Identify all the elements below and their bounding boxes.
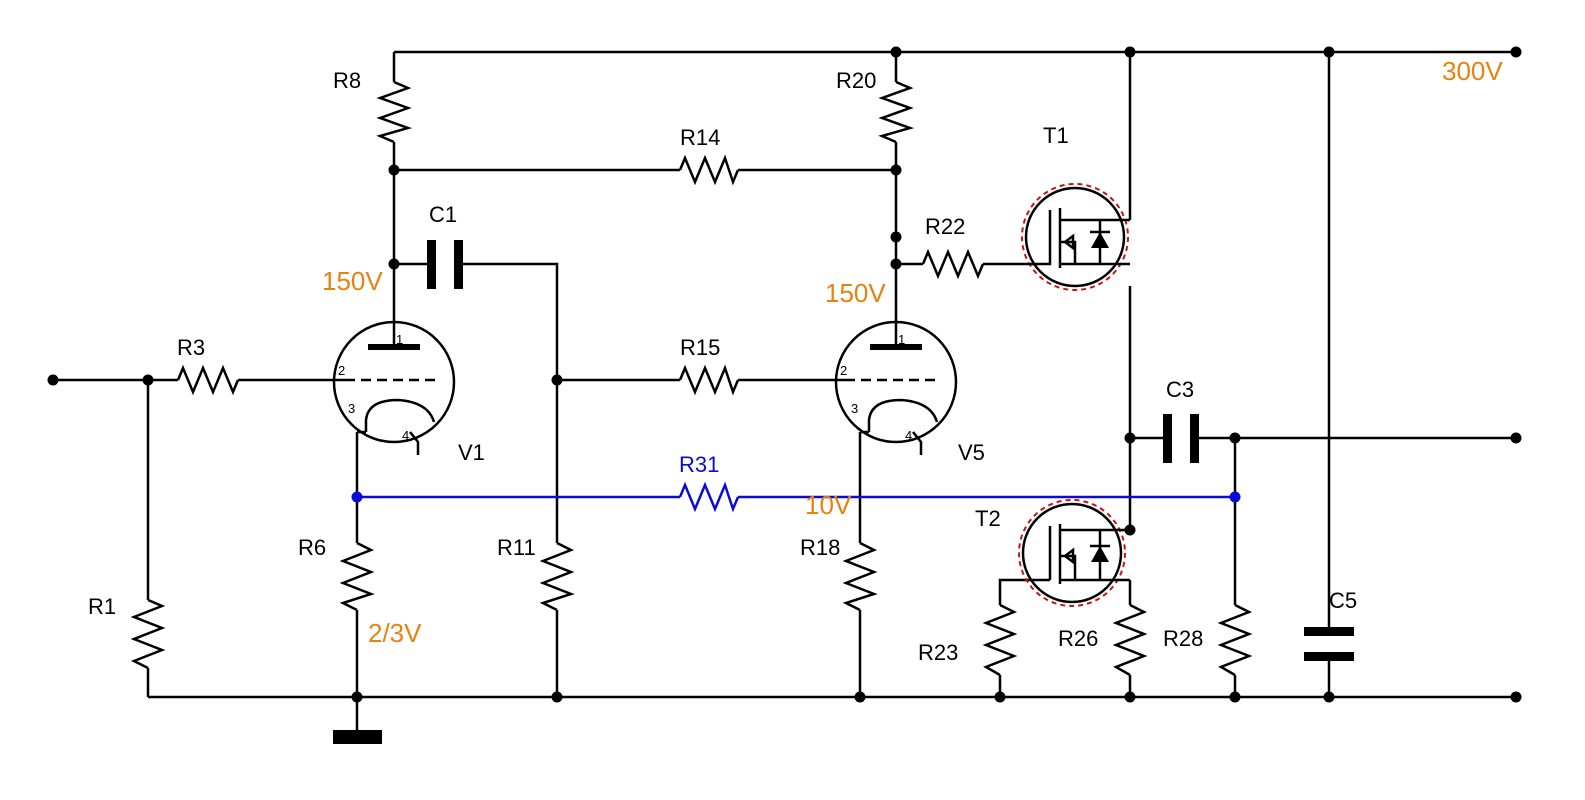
resistor-r14 <box>678 154 740 186</box>
voltage-supply: 300V <box>1442 56 1503 86</box>
svg-text:1: 1 <box>898 332 905 347</box>
resistor-r18 <box>842 541 878 612</box>
svg-text:4: 4 <box>402 428 409 443</box>
label-r20: R20 <box>836 68 876 93</box>
resistors <box>130 80 1253 677</box>
resistor-r31 <box>678 481 740 513</box>
junction-dot <box>1229 491 1241 503</box>
resistor-r28 <box>1217 603 1253 677</box>
svg-text:3: 3 <box>851 401 858 416</box>
label-r26: R26 <box>1058 626 1098 651</box>
capacitors <box>427 240 1354 661</box>
terminal-300v[interactable] <box>1510 46 1522 58</box>
label-v5: V5 <box>958 440 985 465</box>
voltage-cathode-v5: 10V <box>805 490 852 520</box>
label-c5: C5 <box>1329 588 1357 613</box>
svg-text:2: 2 <box>840 363 847 378</box>
label-r23: R23 <box>918 640 958 665</box>
svg-text:2: 2 <box>338 363 345 378</box>
label-r6: R6 <box>298 535 326 560</box>
label-r8: R8 <box>333 68 361 93</box>
resistor-r22 <box>921 248 985 280</box>
capacitor-c3 <box>1163 414 1199 463</box>
terminal-input[interactable] <box>47 374 59 386</box>
resistor-r1 <box>130 598 166 670</box>
label-t2: T2 <box>975 506 1001 531</box>
svg-text:4: 4 <box>905 428 912 443</box>
label-r11: R11 <box>497 535 536 560</box>
label-r1: R1 <box>88 594 116 619</box>
voltage-cathode-v1: 2/3V <box>368 618 422 648</box>
label-c1: C1 <box>429 202 457 227</box>
label-r15: R15 <box>680 335 720 360</box>
component-labels: R8 R20 R14 T1 C1 R22 R3 R15 C3 V1 V5 T2 … <box>88 68 1357 665</box>
label-r14: R14 <box>680 125 720 150</box>
resistor-r6 <box>339 541 375 612</box>
svg-text:3: 3 <box>348 401 355 416</box>
voltage-v1-anode: 150V <box>322 266 383 296</box>
ground-symbol <box>333 730 382 744</box>
terminal-ground[interactable] <box>1510 691 1522 703</box>
resistor-r11 <box>539 541 575 612</box>
resistor-r26 <box>1112 603 1148 677</box>
resistor-r3 <box>176 364 240 396</box>
junction-dot <box>351 491 363 503</box>
label-r31: R31 <box>679 452 719 477</box>
tube-v5: 1 2 3 4 <box>834 320 958 455</box>
highlight-circle <box>1021 183 1129 291</box>
label-c3: C3 <box>1166 377 1194 402</box>
capacitor-c5 <box>1304 627 1354 661</box>
label-t1: T1 <box>1043 123 1069 148</box>
label-r18: R18 <box>800 535 840 560</box>
resistor-r23 <box>982 603 1018 677</box>
resistor-r8 <box>376 80 413 144</box>
tube-v1: 1 2 3 4 <box>332 320 456 455</box>
voltage-v5-anode: 150V <box>825 278 886 308</box>
highlight-circle <box>1018 499 1126 607</box>
wires <box>53 50 1520 730</box>
label-r28: R28 <box>1163 626 1203 651</box>
svg-text:1: 1 <box>396 332 403 347</box>
capacitor-c1 <box>427 240 463 289</box>
voltage-labels: 300V 150V 150V 10V 2/3V <box>322 56 1503 648</box>
label-r3: R3 <box>177 335 205 360</box>
terminal-output[interactable] <box>1510 432 1522 444</box>
label-r22: R22 <box>925 214 965 239</box>
junction-dots <box>47 46 1522 703</box>
mosfet-t1 <box>1021 183 1130 291</box>
feedback-network: R31 <box>351 452 1241 513</box>
label-v1: V1 <box>458 440 485 465</box>
resistor-r15 <box>678 364 740 396</box>
resistor-r20 <box>878 80 915 144</box>
mosfet-t2 <box>1018 499 1130 607</box>
